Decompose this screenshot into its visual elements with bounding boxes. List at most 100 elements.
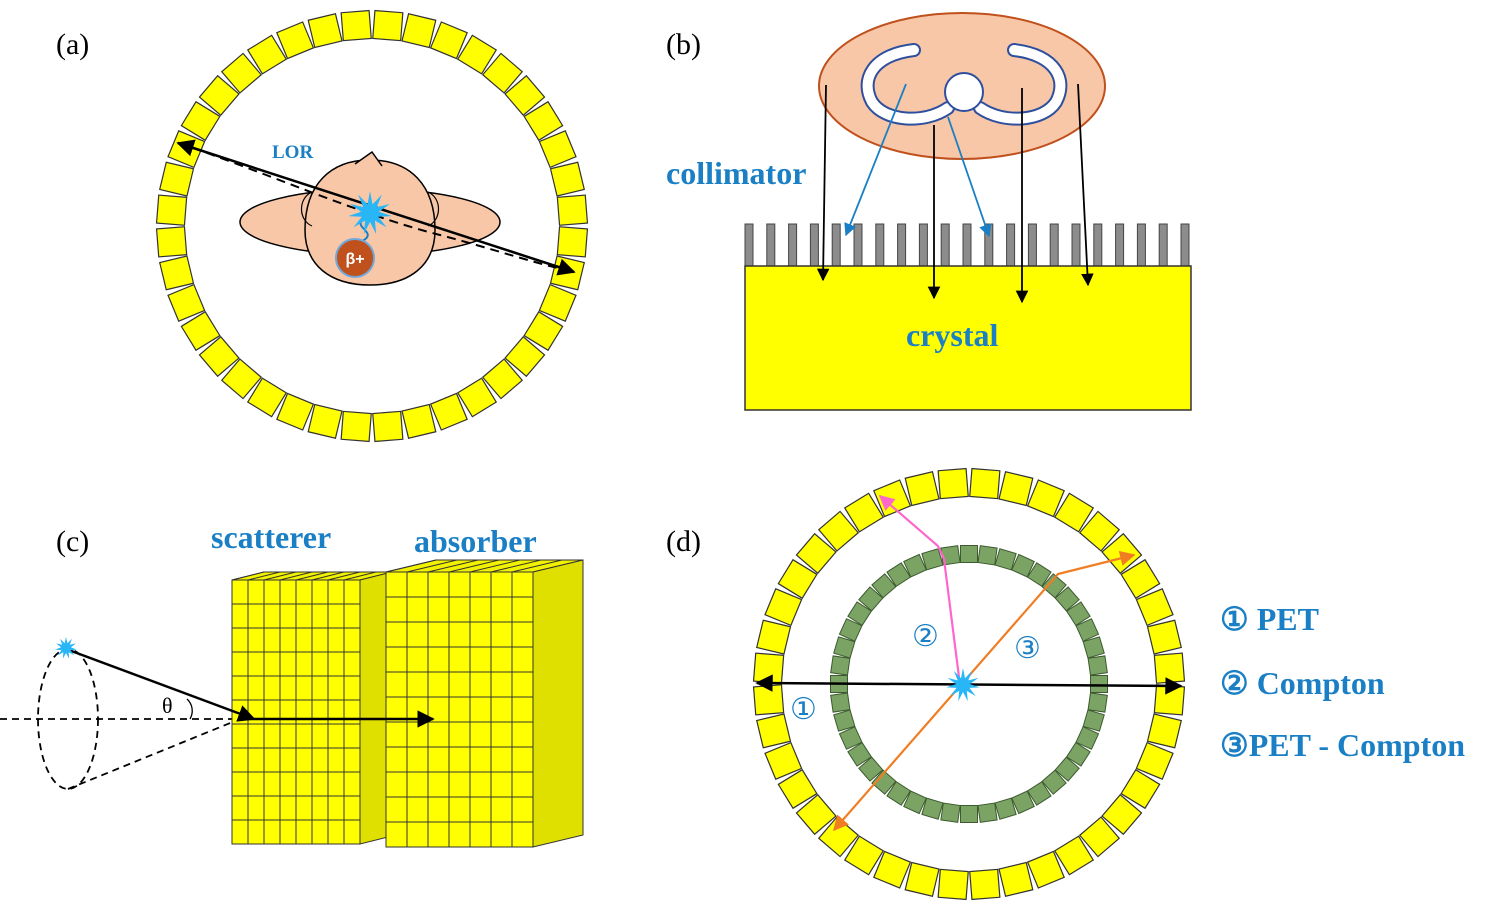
oblique-ray-1 — [844, 83, 907, 237]
scatterer-cell — [279, 675, 297, 701]
scatterer-block — [231, 571, 393, 845]
collimator-septum — [744, 223, 754, 267]
theta-label: θ — [162, 693, 173, 718]
scatterer-cell — [263, 771, 281, 797]
detector-tile — [998, 861, 1034, 898]
absorber-cell — [511, 571, 534, 598]
collimator-septum — [940, 223, 950, 267]
absorber-cell — [427, 571, 450, 598]
scatterer-cell — [295, 699, 313, 725]
panel-b-label: (b) — [666, 28, 701, 61]
lor-dashed-path — [177, 142, 575, 273]
organ-left — [862, 45, 953, 124]
scatterer-tile — [1087, 692, 1108, 713]
absorber-cell — [406, 621, 429, 648]
absorber-top-edge — [490, 559, 542, 573]
detector-tile — [752, 684, 785, 716]
angle-arc — [186, 698, 193, 720]
scatterer-cell — [231, 819, 249, 845]
panel-a-label: (a) — [56, 28, 89, 61]
scatterer-cell — [311, 603, 329, 629]
collimator-septum — [875, 223, 885, 267]
gamma-source-star — [55, 637, 77, 659]
absorber-cell — [511, 796, 534, 823]
detector-tile — [1053, 835, 1095, 876]
collimator-septum — [1006, 223, 1016, 267]
scatterer-cell — [231, 603, 249, 629]
collimator-septum — [1136, 223, 1146, 267]
absorber-cell — [511, 596, 534, 623]
scatterer-cell — [311, 699, 329, 725]
legend-pet: ① PET — [1220, 601, 1319, 637]
scatterer-cell — [295, 771, 313, 797]
scatterer-cell — [247, 747, 265, 773]
detector-tile — [198, 335, 240, 378]
scatterer-cell — [311, 819, 329, 845]
absorber-cell — [406, 596, 429, 623]
scatterer-cell — [279, 579, 297, 605]
detector-tile — [755, 713, 792, 749]
marker-1: ① — [790, 692, 817, 727]
absorber-top-edge — [448, 559, 500, 573]
detector-tile — [372, 410, 404, 443]
absorber-cell — [490, 821, 513, 848]
scatterer-cell — [343, 699, 361, 725]
absorber-cell — [385, 821, 408, 848]
absorber-side — [532, 559, 584, 848]
detector-tile — [180, 100, 221, 142]
detector-tile — [155, 226, 188, 258]
crystal-label: crystal — [906, 317, 999, 353]
absorber-cell — [385, 746, 408, 773]
scatterer-cell — [311, 579, 329, 605]
scatterer-cell — [327, 723, 345, 749]
detector-tile — [481, 52, 524, 94]
scatterer-cell — [327, 627, 345, 653]
scatterer-cell — [231, 747, 249, 773]
absorber-cell — [385, 771, 408, 798]
absorber-cell — [490, 571, 513, 598]
scatterer-cell — [263, 651, 281, 677]
scatterer-cell — [247, 699, 265, 725]
organ-center — [944, 72, 984, 112]
scatterer-cell — [295, 819, 313, 845]
scatterer-cell — [295, 579, 313, 605]
collimator-septum — [853, 223, 863, 267]
absorber-cell — [385, 796, 408, 823]
absorber-cell — [448, 621, 471, 648]
collimator-septum — [1115, 223, 1125, 267]
oblique-ray-2 — [947, 116, 992, 238]
scatterer-tile — [1090, 675, 1108, 693]
scatterer-cell — [247, 627, 265, 653]
scatterer-cell — [327, 771, 345, 797]
scatterer-cell — [247, 771, 265, 797]
detector-tile — [523, 310, 564, 352]
absorber-label: absorber — [414, 523, 537, 559]
collimator-septum — [1093, 223, 1103, 267]
absorber-cell — [406, 796, 429, 823]
scatterer-cell — [247, 795, 265, 821]
absorber-cell — [385, 646, 408, 673]
scatterer-cell — [327, 795, 345, 821]
detector-tile — [180, 310, 221, 352]
scatterer-tile — [830, 692, 851, 713]
detector-tile — [755, 619, 792, 655]
scatterer-cell — [279, 603, 297, 629]
detector-tile — [456, 377, 498, 418]
absorber-block — [385, 559, 584, 848]
detector-tile — [340, 9, 372, 42]
detector-tile — [1146, 619, 1183, 655]
scatterer-cell — [263, 819, 281, 845]
scatterer-cell — [263, 723, 281, 749]
detector-tile — [220, 52, 263, 94]
scatterer-cell — [295, 795, 313, 821]
scatterer-cell — [327, 603, 345, 629]
absorber-cell — [385, 621, 408, 648]
scatterer-cell — [311, 771, 329, 797]
absorber-cell — [448, 596, 471, 623]
panel-b: (b) collimator crystal — [666, 12, 1192, 411]
absorber-cell — [448, 571, 471, 598]
detector-tile — [429, 392, 468, 431]
organ-right — [975, 45, 1066, 124]
scatterer-cell — [279, 819, 297, 845]
panel-c-label: (c) — [56, 525, 89, 558]
